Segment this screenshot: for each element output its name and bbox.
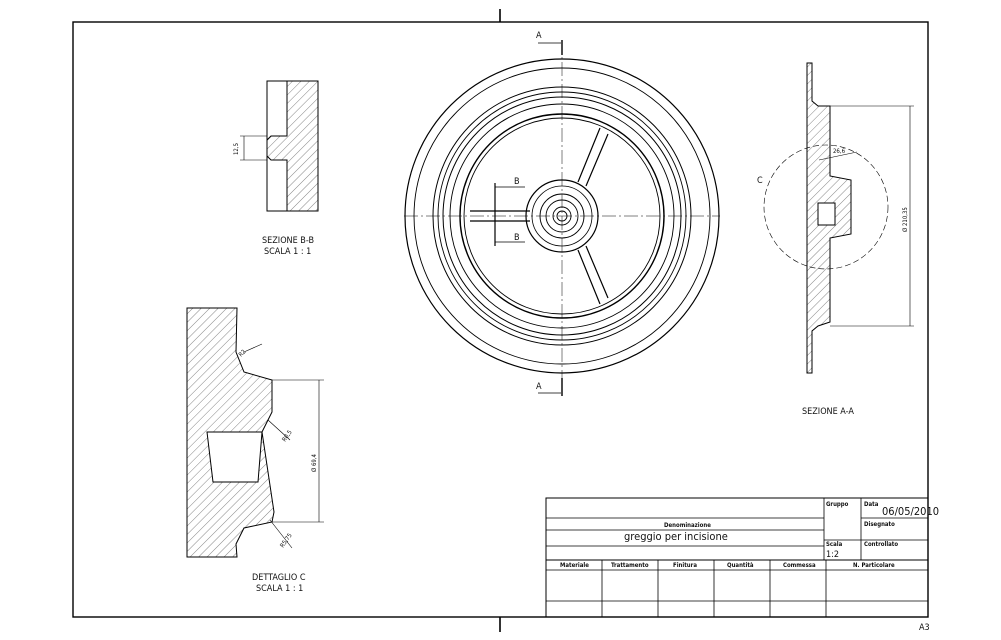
title-block-col-trattamento: Trattamento <box>611 562 649 569</box>
detail-c-dim-r05: R0,5 <box>281 429 294 443</box>
detail-c-reference: C <box>757 176 763 186</box>
cut-a-label-top: A <box>536 31 542 41</box>
section-aa-hatch <box>806 62 852 374</box>
title-block-denominazione-label: Denominazione <box>664 522 711 529</box>
cut-b-label-top: B <box>514 177 520 187</box>
section-bb-dim: 12,5 <box>233 143 240 155</box>
front-view <box>404 40 720 396</box>
section-aa-dim-depth: 26,6 <box>833 148 846 155</box>
detail-c-scale: SCALA 1 : 1 <box>256 584 303 594</box>
title-block-col-materiale: Materiale <box>560 562 589 569</box>
section-bb-view: 12,5 SEZIONE B-B SCALA 1 : 1 <box>233 80 319 257</box>
title-block-col-commessa: Commessa <box>783 562 816 569</box>
cut-b-label-bottom: B <box>514 233 520 243</box>
title-block-col-quantita: Quantità <box>727 562 754 569</box>
section-aa-title: SEZIONE A-A <box>802 407 854 417</box>
title-block <box>545 497 929 618</box>
front-view-spokes <box>470 127 609 305</box>
title-block-controllato-label: Controllato <box>864 541 898 548</box>
section-aa-view: 26,6 Ø 210,35 C SEZIONE A-A <box>757 62 914 417</box>
title-block-data-label: Data <box>864 501 879 508</box>
title-block-data-value: 06/05/2010 <box>882 505 939 518</box>
cut-a-label-bottom: A <box>536 382 542 392</box>
detail-c-view: R2 R0,5 Ø 69,4 R5,75 DETTAGLIO C SCALA 1… <box>186 307 324 594</box>
detail-c-dim-dia: Ø 69,4 <box>311 453 318 472</box>
detail-c-hatch <box>186 307 275 558</box>
section-aa-dim-dia: Ø 210,35 <box>902 207 909 232</box>
section-bb-outline <box>266 80 319 212</box>
sheet-size-label: A3 <box>919 623 930 633</box>
section-bb-title: SEZIONE B-B <box>262 236 314 246</box>
title-block-gruppo-label: Gruppo <box>826 501 849 508</box>
section-bb-hatch <box>266 80 319 212</box>
title-block-disegnato-label: Disegnato <box>864 521 895 528</box>
title-block-col-finitura: Finitura <box>673 562 697 569</box>
title-block-scala-value: 1:2 <box>826 550 839 560</box>
title-block-scala-label: Scala <box>826 541 843 548</box>
title-block-denominazione-value: greggio per incisione <box>624 530 728 543</box>
detail-c-dim-r2: R2 <box>237 348 247 358</box>
title-block-col-particolare: N. Particolare <box>853 562 895 569</box>
section-bb-scale: SCALA 1 : 1 <box>264 247 311 257</box>
detail-c-title: DETTAGLIO C <box>252 573 306 583</box>
detail-c-dim-r575: R5,75 <box>279 532 294 549</box>
